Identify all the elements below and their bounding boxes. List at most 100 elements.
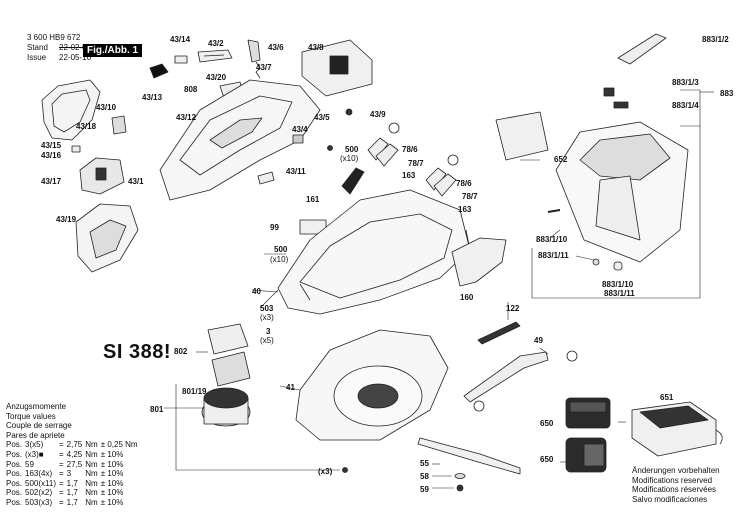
torque-ref: (x3)■ <box>25 449 44 459</box>
switch-module-part[interactable] <box>79 157 125 195</box>
small-parts-43-15[interactable] <box>71 145 81 153</box>
screw-part-43-9[interactable] <box>345 108 353 116</box>
lower-housing-part-41[interactable] <box>295 329 449 441</box>
bracket-part-43-6[interactable] <box>247 39 261 63</box>
grass-box-pin-883-1-10[interactable] <box>547 209 561 213</box>
callout-l43-11: 43/11 <box>286 167 306 176</box>
notice-en: Modifications reserved <box>632 475 713 485</box>
torque-pos: Pos. <box>6 478 23 488</box>
callout-l43-9: 43/9 <box>370 110 386 119</box>
torque-pos: Pos. <box>6 488 23 498</box>
torque-tol: ± 10% <box>100 459 124 469</box>
knob-part-43-13[interactable] <box>149 63 169 79</box>
axle-bracket-c[interactable] <box>367 137 399 167</box>
grass-box-pin-883-1-11[interactable] <box>592 258 600 266</box>
figure-tag: Fig./Abb. 1 <box>83 44 143 57</box>
grass-box-handle-883-1-2[interactable] <box>617 33 667 65</box>
bolt-part-59[interactable] <box>456 484 464 492</box>
cover-part-43-2[interactable] <box>197 49 233 63</box>
torque-tol: ± 10% <box>100 488 124 498</box>
torque-ref: 163(4x) <box>25 469 53 479</box>
torque-title-fr: Couple de serrage <box>6 421 72 431</box>
deck-chassis[interactable] <box>277 189 471 315</box>
axle-arm-part-49[interactable] <box>463 351 549 403</box>
callout-l883-1-11a: 883/1/11 <box>538 251 569 260</box>
callout-l43-6: 43/6 <box>268 43 284 52</box>
battery-pack-650-top[interactable] <box>565 397 611 429</box>
torque-pos: Pos. <box>6 497 23 507</box>
torque-tol: ± 10% <box>100 497 124 507</box>
notice-es: Salvo modificaciones <box>632 494 708 504</box>
clip-part-43-11[interactable] <box>257 171 275 185</box>
electronics-part-802[interactable] <box>207 323 251 387</box>
deflector-part-160[interactable] <box>451 237 507 287</box>
axle-bracket-d[interactable] <box>425 167 457 197</box>
callout-l43-16: 43/16 <box>41 151 62 160</box>
torque-unit: Nm <box>85 497 98 507</box>
leader-lines <box>164 89 714 489</box>
callout-l78-6b: 78/6 <box>456 179 472 188</box>
callout-l43-18: 43/18 <box>76 122 97 131</box>
torque-tol: ± 10% <box>100 469 124 479</box>
callout-l43-7: 43/7 <box>256 63 272 72</box>
grass-box-latch-883-1-3[interactable] <box>603 87 615 97</box>
grass-box-clip-883-1-4[interactable] <box>613 101 629 109</box>
charger-part-651[interactable] <box>631 401 723 457</box>
latch-part-43-18[interactable] <box>111 115 127 135</box>
callout-l43-5: 43/5 <box>314 113 330 122</box>
washer-part-58[interactable] <box>454 473 466 479</box>
rail-part-122[interactable] <box>477 321 521 345</box>
grass-box-main-883[interactable] <box>555 121 689 263</box>
main-handle-housing[interactable] <box>159 79 321 201</box>
handle-shroud-part[interactable] <box>41 79 101 141</box>
torque-ref: 3(x5) <box>25 440 44 450</box>
callout-l78-7a: 78/7 <box>408 159 424 168</box>
torque-val: 4,25 <box>66 449 83 459</box>
torque-unit: Nm <box>85 449 98 459</box>
torque-ref: 503(x3) <box>25 497 53 507</box>
callout-l163a: 163 <box>402 171 416 180</box>
callout-l49: 49 <box>534 336 543 345</box>
callout-l3: 3 <box>266 327 271 336</box>
torque-pos: Pos. <box>6 459 23 469</box>
spring-part-43-7[interactable] <box>255 61 261 79</box>
callout-l161: 161 <box>306 195 320 204</box>
torque-tol: ± 10% <box>100 478 124 488</box>
motor-part-801[interactable] <box>201 387 251 427</box>
part-161[interactable] <box>341 167 365 195</box>
callout-l883: 883 <box>720 89 734 98</box>
screw-part-500-top[interactable] <box>327 145 333 151</box>
callout-l99: 99 <box>270 223 279 232</box>
torque-title-de: Anzugsmomente <box>6 402 67 411</box>
callout-l801-19: 801/19 <box>182 387 207 396</box>
screw-part-x3[interactable] <box>342 467 348 473</box>
callout-l652: 652 <box>554 155 568 164</box>
clip-part-43-14[interactable] <box>174 55 188 64</box>
callout-l58: 58 <box>420 472 429 481</box>
callout-l43-12: 43/12 <box>176 113 197 122</box>
torque-pos: Pos. <box>6 440 23 450</box>
grass-box-lid-652[interactable] <box>495 111 549 161</box>
callout-l43-13: 43/13 <box>142 93 163 102</box>
torque-unit: Nm <box>85 469 98 479</box>
callout-l43-17: 43/17 <box>41 177 62 186</box>
torque-eq: = <box>59 478 64 488</box>
callout-l78-7b: 78/7 <box>462 192 478 201</box>
grass-box-cap-883-1-11b[interactable] <box>613 261 623 271</box>
torque-unit: Nm <box>85 478 98 488</box>
block-part-43-4[interactable] <box>292 134 304 144</box>
battery-pack-650-bottom[interactable] <box>565 437 607 473</box>
lower-cover-part[interactable] <box>75 203 139 273</box>
callout-l55: 55 <box>420 459 429 468</box>
blade-part-55[interactable] <box>417 437 521 475</box>
control-panel-part[interactable] <box>301 39 373 97</box>
callout-l163b: 163 <box>458 205 472 214</box>
callout-l43-4: 43/4 <box>292 125 308 134</box>
torque-values-table: Anzugsmomente Torque values Couple de se… <box>6 402 141 508</box>
callout-l801: 801 <box>150 405 164 414</box>
